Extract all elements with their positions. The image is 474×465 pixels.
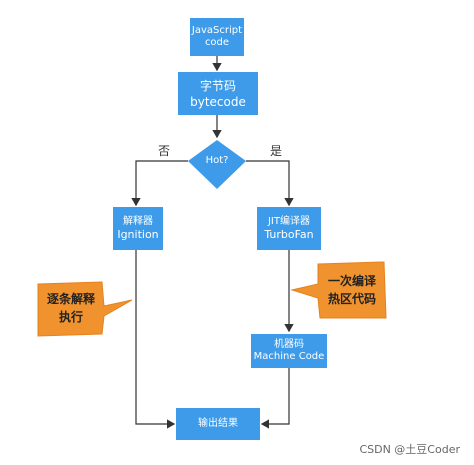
jit-en-label: TurboFan <box>264 228 314 241</box>
arrow-hot-to-interpreter <box>131 160 188 207</box>
compile-note: 一次编译 热区代码 <box>320 272 384 308</box>
interpret-note-line1: 逐条解释 <box>46 292 95 306</box>
output-node: 输出结果 <box>176 408 260 440</box>
jit-cn-label: JIT编译器 <box>267 216 310 227</box>
compile-note-line2: 热区代码 <box>327 292 376 306</box>
interpreter-node: 解释器 Ignition <box>113 207 163 250</box>
machine-cn-label: 机器码 <box>274 339 304 350</box>
bytecode-node: 字节码 bytecode <box>178 72 258 115</box>
compile-note-line1: 一次编译 <box>327 274 376 288</box>
line-interpreter-to-output <box>135 250 176 429</box>
interpreter-en-label: Ignition <box>117 228 159 241</box>
hot-decision-shape <box>188 140 246 189</box>
line-machine-to-output <box>260 368 290 429</box>
bytecode-cn-label: 字节码 <box>199 78 236 93</box>
interpret-note-line2: 执行 <box>58 310 83 324</box>
machine-code-node: 机器码 Machine Code <box>251 334 327 368</box>
edge-label-yes: 是 <box>270 144 283 158</box>
interpret-note-shape <box>37 281 133 337</box>
hot-label-wrap: Hot? <box>198 154 236 168</box>
hot-label: Hot? <box>205 155 229 166</box>
watermark: CSDN @土豆Coder <box>359 443 460 456</box>
interpreter-cn-label: 解释器 <box>123 216 153 227</box>
code-label: code <box>204 37 230 48</box>
compile-note-shape <box>290 261 387 319</box>
jit-compiler-node: JIT编译器 TurboFan <box>257 207 321 250</box>
machine-en-label: Machine Code <box>253 351 325 362</box>
javascript-label: JavaScript <box>191 25 243 36</box>
bytecode-en-label: bytecode <box>190 94 246 109</box>
edge-label-no: 否 <box>158 144 171 158</box>
output-label: 输出结果 <box>198 418 238 429</box>
javascript-code-node: JavaScript code <box>190 18 244 56</box>
arrow-hot-to-jit <box>246 160 294 207</box>
interpret-note: 逐条解释 执行 <box>40 290 102 326</box>
